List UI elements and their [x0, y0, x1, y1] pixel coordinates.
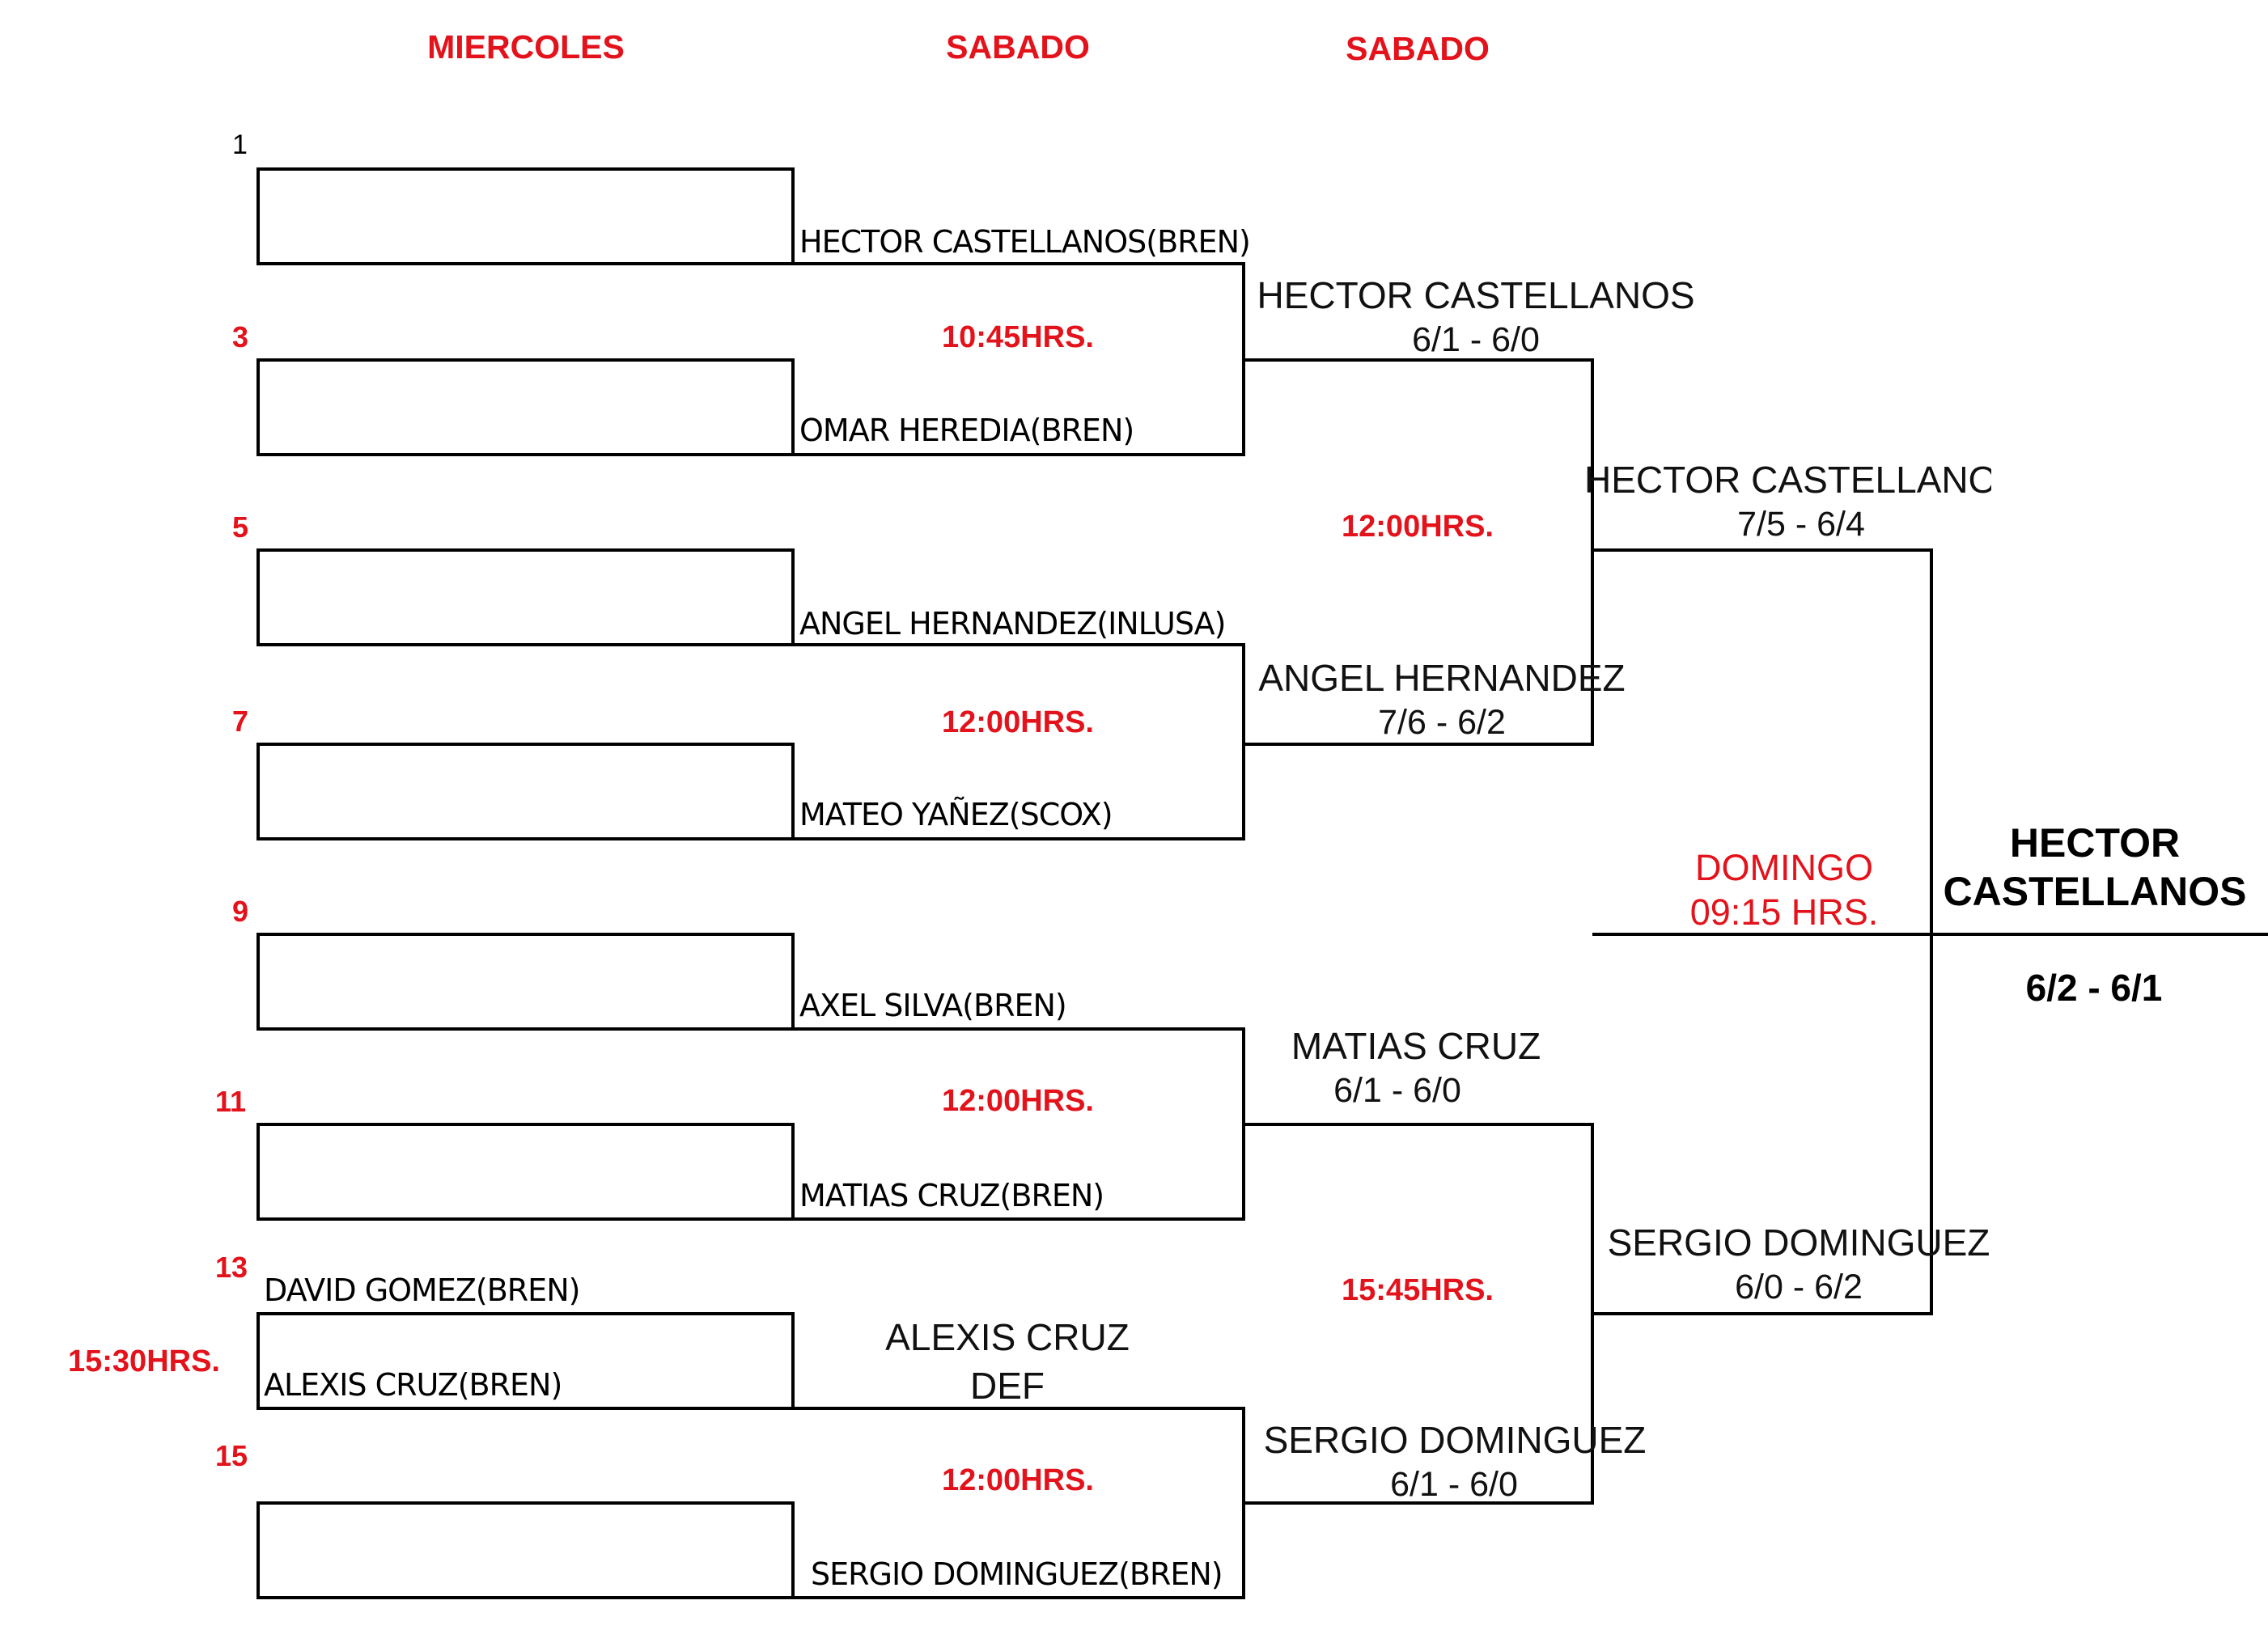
walkover-label: DEF [970, 1365, 1045, 1407]
match-time-sf-1: 12:00HRS. [1342, 510, 1494, 544]
slot-box-7 [256, 743, 795, 840]
qf-score-3: 6/1 - 6/0 [1333, 1071, 1461, 1110]
player-hector-castellanos: HECTOR CASTELLANOS(BREN) [799, 224, 1251, 260]
slot-box-3 [256, 358, 795, 456]
match-time-r2-3: 12:00HRS. [942, 1084, 1094, 1118]
player-david-gomez: DAVID GOMEZ(BREN) [264, 1272, 580, 1308]
champion-score: 6/2 - 6/1 [2025, 967, 2163, 1009]
seed-1: 1 [232, 129, 248, 160]
match-time-r2-4: 12:00HRS. [942, 1463, 1094, 1497]
player-omar-heredia: OMAR HEREDIA(BREN) [799, 413, 1134, 448]
match-time-r2-2: 12:00HRS. [942, 705, 1094, 739]
player-matias-cruz: MATIAS CRUZ(BREN) [799, 1178, 1104, 1213]
final-time: 09:15 HRS. [1689, 891, 1879, 933]
header-day-sabado-2: SABADO [1346, 30, 1490, 67]
seed-13: 13 [215, 1251, 248, 1284]
champion-last-name: CASTELLANOS [1943, 869, 2247, 914]
sf-winner-2: SERGIO DOMINGUEZ [1607, 1221, 1990, 1264]
slot-box-9 [256, 933, 795, 1031]
sf-bracket [1592, 548, 1933, 1315]
sf-winner-1: HECTOR CASTELLANO [1584, 461, 1991, 498]
qf-bracket-1 [1244, 358, 1594, 746]
sf-score-1: 7/5 - 6/4 [1737, 505, 1865, 544]
seed-9: 9 [232, 895, 249, 928]
slot-box-11 [256, 1123, 795, 1221]
walkover-winner: ALEXIS CRUZ [885, 1316, 1130, 1358]
match-time-sf-2: 15:45HRS. [1342, 1273, 1494, 1307]
header-day-sabado-1: SABADO [946, 28, 1090, 66]
seed-11: 11 [215, 1085, 247, 1118]
player-axel-silva: AXEL SILVA(BREN) [799, 988, 1067, 1023]
r2-bracket-2 [793, 643, 1245, 840]
slot-box-1 [256, 167, 795, 265]
qf-winner-2: ANGEL HERNANDEZ [1258, 657, 1626, 699]
qf-winner-1: HECTOR CASTELLANOS [1257, 274, 1695, 316]
seed-15: 15 [215, 1439, 248, 1472]
player-sergio-dominguez: SERGIO DOMINGUEZ(BREN) [811, 1556, 1223, 1592]
qf-score-4: 6/1 - 6/0 [1390, 1465, 1518, 1504]
player-mateo-yanez: MATEO YAÑEZ(SCOX) [799, 797, 1113, 832]
final-day: DOMINGO [1695, 847, 1873, 888]
sf-score-2: 6/0 - 6/2 [1735, 1268, 1863, 1306]
player-angel-hernandez: ANGEL HERNANDEZ(INLUSA) [799, 606, 1226, 641]
slot-box-13 [256, 1312, 795, 1410]
champion-first-name: HECTOR [2009, 820, 2181, 866]
qf-score-2: 7/6 - 6/2 [1378, 703, 1506, 742]
match-time-r2-1: 10:45HRS. [942, 320, 1094, 354]
player-alexis-cruz: ALEXIS CRUZ(BREN) [264, 1367, 562, 1403]
slot-box-15 [256, 1501, 795, 1599]
slot-box-5 [256, 548, 795, 646]
seed-3: 3 [232, 320, 249, 354]
seed-7: 7 [232, 705, 249, 738]
seed-5: 5 [232, 510, 249, 544]
qf-score-1: 6/1 - 6/0 [1412, 320, 1540, 359]
qf-winner-3: MATIAS CRUZ [1291, 1025, 1541, 1067]
qf-winner-4: SERGIO DOMINGUEZ [1263, 1419, 1647, 1461]
header-day-miercoles: MIERCOLES [427, 28, 625, 66]
match-time-round1: 15:30HRS. [68, 1344, 220, 1378]
